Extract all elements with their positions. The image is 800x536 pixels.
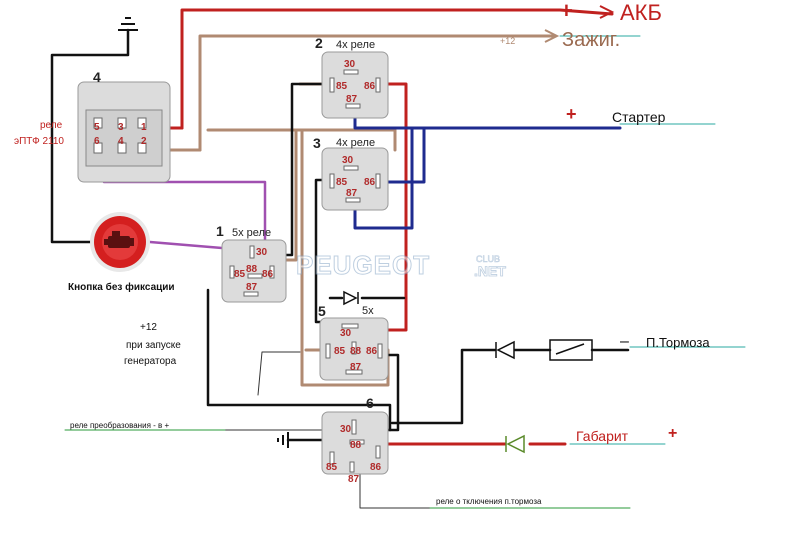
pin-label: 1 [141, 122, 147, 133]
pin-label: 86 [364, 81, 376, 92]
wire-purple-button [148, 240, 224, 250]
line-relay-brake [359, 469, 431, 509]
pin-label: 87 [246, 282, 258, 293]
akb-label: АКБ [620, 0, 662, 25]
starter-label: Стартер [612, 109, 666, 125]
relay-3: 3 4х реле 30 85 86 87 [313, 135, 389, 211]
wire-red-main [386, 82, 408, 332]
diode-icon [505, 434, 525, 454]
wire-black-r6-brake [390, 348, 497, 425]
pin-label: 5 [94, 122, 100, 133]
relay-1: 1 5х реле 30 85 88 86 87 [216, 223, 287, 303]
relay-ptf-label-1: реле [40, 120, 63, 131]
check-engine-button[interactable] [90, 212, 150, 272]
pin-label: 87 [348, 474, 360, 485]
relay-5: 5 5х 30 85 88 86 87 [318, 303, 389, 381]
pin-label: 85 [336, 81, 348, 92]
gen-label-2: при запуске [126, 340, 181, 351]
pin-label: 30 [256, 247, 268, 258]
pin-label: 86 [366, 346, 378, 357]
ground-icon [118, 17, 138, 31]
pin-label: 30 [344, 59, 356, 70]
pin-label: 85 [234, 269, 246, 280]
relay-6: 6 30 88 85 86 87 [321, 395, 389, 485]
gen-label-1: +12 [140, 322, 157, 333]
relay-3-number: 3 [313, 135, 321, 151]
relay-2-number: 2 [315, 35, 323, 51]
wire-ground-top [50, 28, 130, 244]
pin-label: 30 [340, 328, 352, 339]
pin-label: 6 [94, 136, 100, 147]
relay-conv-label: реле преобразования - в + [70, 421, 169, 430]
relay-brake-off-label: реле о тключения п.тормоза [436, 497, 542, 506]
pin-label: 86 [364, 177, 376, 188]
pin-label: 88 [350, 440, 362, 451]
wire-blue-r3b [353, 126, 414, 230]
relay-4: 4 5 3 1 6 4 2 [77, 69, 171, 183]
relay-1-number: 1 [216, 223, 224, 239]
watermark-club: CLUB [476, 254, 500, 264]
relay-4-number: 4 [93, 69, 101, 85]
arrow-akb [599, 5, 615, 19]
pin-label: 86 [370, 462, 382, 473]
watermark-main: PEUGEOT [296, 250, 430, 280]
pin-label: 2 [141, 136, 147, 147]
line-gen [257, 351, 301, 396]
wire-ign-brown [198, 34, 557, 152]
wire-black-r5-r6 [386, 353, 400, 432]
ign-label: Зажиг. [562, 29, 620, 51]
wire-blue-r3 [384, 126, 426, 184]
pin-label: 87 [346, 94, 358, 105]
ign-plus: +12 [500, 36, 515, 46]
check-engine-icon [104, 231, 134, 248]
wire-brown-bus [206, 128, 397, 152]
gen-label-3: генератора [124, 356, 177, 367]
pin-label: 85 [336, 177, 348, 188]
pin-label: 88 [246, 264, 258, 275]
pin-label: 86 [262, 269, 274, 280]
starter-plus: + [566, 104, 577, 124]
pin-label: 4 [118, 136, 124, 147]
pin-label: 30 [340, 424, 352, 435]
wire-akb-red [180, 8, 614, 130]
watermark: PEUGEOT CLUB .NET [296, 250, 507, 281]
relay-5-type: 5х [362, 305, 374, 317]
relay-ptf-label-2: эПТФ 2110 [14, 136, 64, 147]
relay-2-type: 4х реле [336, 39, 375, 51]
wire-blue-starter [353, 116, 622, 130]
akb-plus: + [560, 0, 573, 23]
button-label: Кнопка без фиксации [68, 281, 175, 293]
brake-label: П.Тормоза [646, 335, 710, 350]
ground-icon [277, 432, 289, 448]
relay-3-type: 4х реле [336, 137, 375, 149]
switch-icon [549, 339, 593, 361]
pin-label: 3 [118, 122, 124, 133]
wire-brown-r1 [283, 128, 298, 262]
wire-black-r1-r6 [206, 288, 392, 432]
pin-label: 88 [350, 346, 362, 357]
pin-label: 87 [346, 188, 358, 199]
relay-5-number: 5 [318, 303, 326, 319]
relay-6-number: 6 [366, 395, 374, 411]
diode-icon [495, 340, 515, 360]
pin-label: 87 [350, 362, 362, 373]
brake-minus: – [620, 333, 629, 350]
wire-black-r2-r3 [283, 82, 324, 257]
watermark-net: .NET [474, 263, 506, 279]
diode-icon [343, 290, 359, 306]
pin-label: 85 [326, 462, 338, 473]
relay-2: 2 4х реле 30 85 86 87 [315, 35, 389, 119]
pin-label: 30 [342, 155, 354, 166]
gabarit-plus: + [668, 425, 677, 442]
arrow-ign [544, 29, 560, 43]
gabarit-label: Габарит [576, 428, 629, 444]
relay-1-type: 5х реле [232, 227, 271, 239]
pin-label: 85 [334, 346, 346, 357]
